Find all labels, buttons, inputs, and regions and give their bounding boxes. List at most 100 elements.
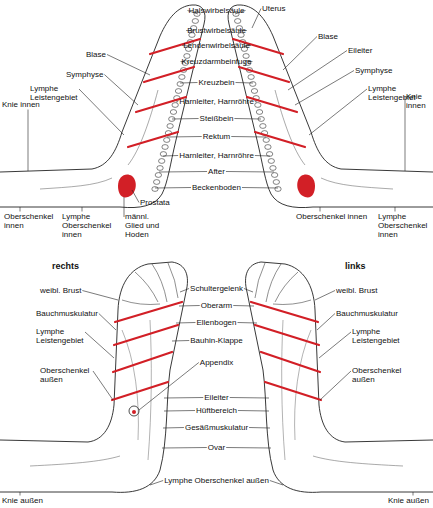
leader-line [93, 371, 113, 400]
appendix-symbol [129, 406, 139, 416]
leader-line [176, 322, 195, 324]
vertebra-symbol [159, 159, 165, 164]
zone-lines [128, 39, 200, 147]
leader-line [255, 155, 270, 157]
leader-line [172, 340, 189, 342]
leader-line [236, 82, 253, 84]
leader-line [238, 410, 269, 412]
bone-contour [128, 90, 158, 165]
leader-line [288, 51, 347, 91]
leg-contour [30, 456, 120, 466]
vertebra-symbol [167, 124, 173, 129]
foot-illustration [0, 262, 187, 492]
leader-line [233, 305, 254, 307]
part-label: Kreuzdarmbeinfuge [182, 57, 252, 66]
part-label: Knie innen [406, 92, 432, 110]
leader-line [249, 427, 270, 429]
leader-line [104, 75, 138, 106]
leader-line [320, 207, 321, 212]
leader-line [176, 101, 178, 103]
part-label: weibl. Brust [40, 286, 81, 295]
part-label: Ellenbogen [196, 318, 236, 327]
vertebra-symbol [172, 103, 178, 108]
part-label: Eileiter [348, 46, 372, 55]
part-label: männl. Glied und Hoden [125, 212, 167, 239]
leader-line [139, 363, 199, 411]
vertebra-symbol [175, 89, 181, 94]
part-label: Harnleiter, Harnröhre [179, 97, 254, 106]
part-label: weibl. Brust [336, 286, 377, 295]
leader-line [255, 101, 257, 103]
leader-line [252, 9, 261, 29]
foot-outline [0, 5, 205, 208]
part-label: Uterus [262, 4, 286, 13]
leader-line [230, 397, 269, 399]
part-label: Eileiter [204, 393, 228, 402]
foot-illustration [0, 5, 205, 208]
part-label: Oberarm [201, 301, 233, 310]
leg-contour [40, 178, 112, 189]
leader-line [405, 97, 406, 171]
leader-line [164, 397, 203, 399]
leader-line [226, 171, 274, 173]
part-label: Lymphe Leistengebiet [352, 327, 400, 345]
leader-line [150, 481, 163, 486]
leader-line [319, 332, 351, 358]
vertebra-symbol [155, 173, 161, 178]
part-label: Brustwirbelsäule [187, 26, 246, 35]
vertebra-symbol [192, 19, 198, 24]
leader-line [309, 89, 367, 135]
part-label: Lymphe Oberschenkel außen [164, 476, 269, 485]
leader-line [85, 332, 114, 358]
part-label: Lymphe Oberschenkel innen [62, 212, 116, 239]
part-label: Symphyse [355, 66, 392, 75]
leader-line [162, 447, 207, 449]
part-label: Kreuzbein [198, 78, 234, 87]
part-label: Appendix [200, 358, 233, 367]
leader-line [244, 289, 253, 293]
leader-line [320, 371, 351, 400]
part-label: Lymphe Leistengebiet [30, 84, 78, 102]
part-label: Knie außen [388, 496, 429, 505]
leader-line [124, 197, 125, 217]
part-label: Harnleiter, Harnröhre [179, 151, 254, 160]
leader-line [234, 118, 261, 120]
leader-line [99, 314, 116, 331]
leader-line [413, 492, 414, 496]
part-label: Prostata [140, 198, 170, 207]
leader-line [163, 155, 178, 157]
part-label: Bauchmuskulatur [36, 309, 98, 318]
toe-lines [122, 263, 178, 305]
vertebra-symbol [153, 180, 159, 185]
part-label: Knie außen [2, 496, 43, 505]
part-label: Oberschenkel außen [352, 366, 404, 384]
part-label: Oberschenkel innen [4, 212, 56, 230]
leader-line [315, 291, 335, 301]
leader-line [107, 55, 150, 76]
leader-line [163, 427, 184, 429]
part-label: After [208, 167, 225, 176]
part-label: Oberschenkel außen [40, 366, 92, 384]
foot-outline [0, 262, 187, 492]
vertebra-symbol [170, 110, 176, 115]
side-heading: rechts [52, 262, 79, 271]
leader-line [317, 314, 335, 331]
part-label: Halswirbelsäule [188, 6, 244, 15]
part-label: Knie innen [2, 100, 40, 109]
leader-line [180, 289, 189, 293]
part-label: Blase [318, 32, 338, 41]
leader-line [270, 481, 283, 486]
leader-line [20, 492, 21, 496]
part-label: Bauhin-Klappe [190, 336, 242, 345]
zone-blob [118, 174, 136, 197]
foot-illustration [246, 262, 433, 492]
part-label: Steißbein [200, 114, 234, 123]
leader-line [283, 37, 317, 71]
side-heading: links [345, 262, 366, 271]
part-label: Symphyse [66, 70, 103, 79]
vertebra-symbol [164, 138, 170, 143]
part-label: Oberschenkel innen [296, 212, 367, 221]
leader-lines [20, 9, 413, 496]
leader-line [180, 82, 197, 84]
part-label: Hüftbereich [196, 406, 237, 415]
